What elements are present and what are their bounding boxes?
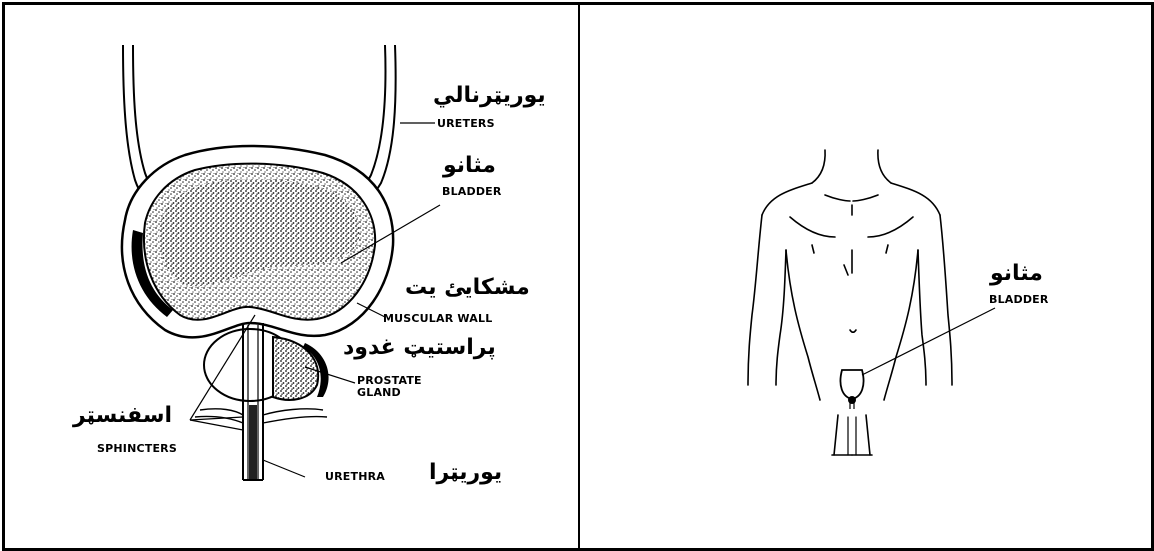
body-location-panel: مثانو BLADDER [580, 5, 1151, 548]
bladder-label-pashto: مثانو [443, 153, 496, 178]
muscular-wall-label: MUSCULAR WALL [383, 312, 492, 325]
bladder-location-label-pashto: مثانو [990, 261, 1043, 286]
sphincters-label: SPHINCTERS [97, 442, 177, 455]
ureters-label: URETERS [437, 117, 495, 130]
bladder-leader-line [862, 308, 995, 375]
torso-outline [748, 150, 952, 455]
ureters-label-pashto: یوریټرنالي [433, 83, 546, 108]
urethra-label-pashto: یوریټرا [429, 460, 502, 485]
bladder-anatomy-panel: یوریټرنالي URETERS مثانو BLADDER مشکايئ … [5, 5, 578, 548]
sphincter-muscles [195, 409, 327, 423]
torso-outline-drawing [580, 5, 1151, 548]
urethra-label: URETHRA [325, 470, 385, 483]
urethra-fill [249, 405, 257, 479]
muscular-wall-label-pashto: مشکايئ يت [405, 275, 530, 300]
sphincters-label-pashto: اسفنسټر [73, 403, 172, 428]
prostate-gland [204, 329, 329, 401]
prostate-label-pashto: پراستيټ غدود [343, 335, 496, 360]
bladder-location-marker [840, 370, 863, 409]
prostate-label-line2: GLAND [357, 386, 401, 399]
bladder-label: BLADDER [442, 185, 502, 198]
bladder-location-label: BLADDER [989, 293, 1049, 306]
